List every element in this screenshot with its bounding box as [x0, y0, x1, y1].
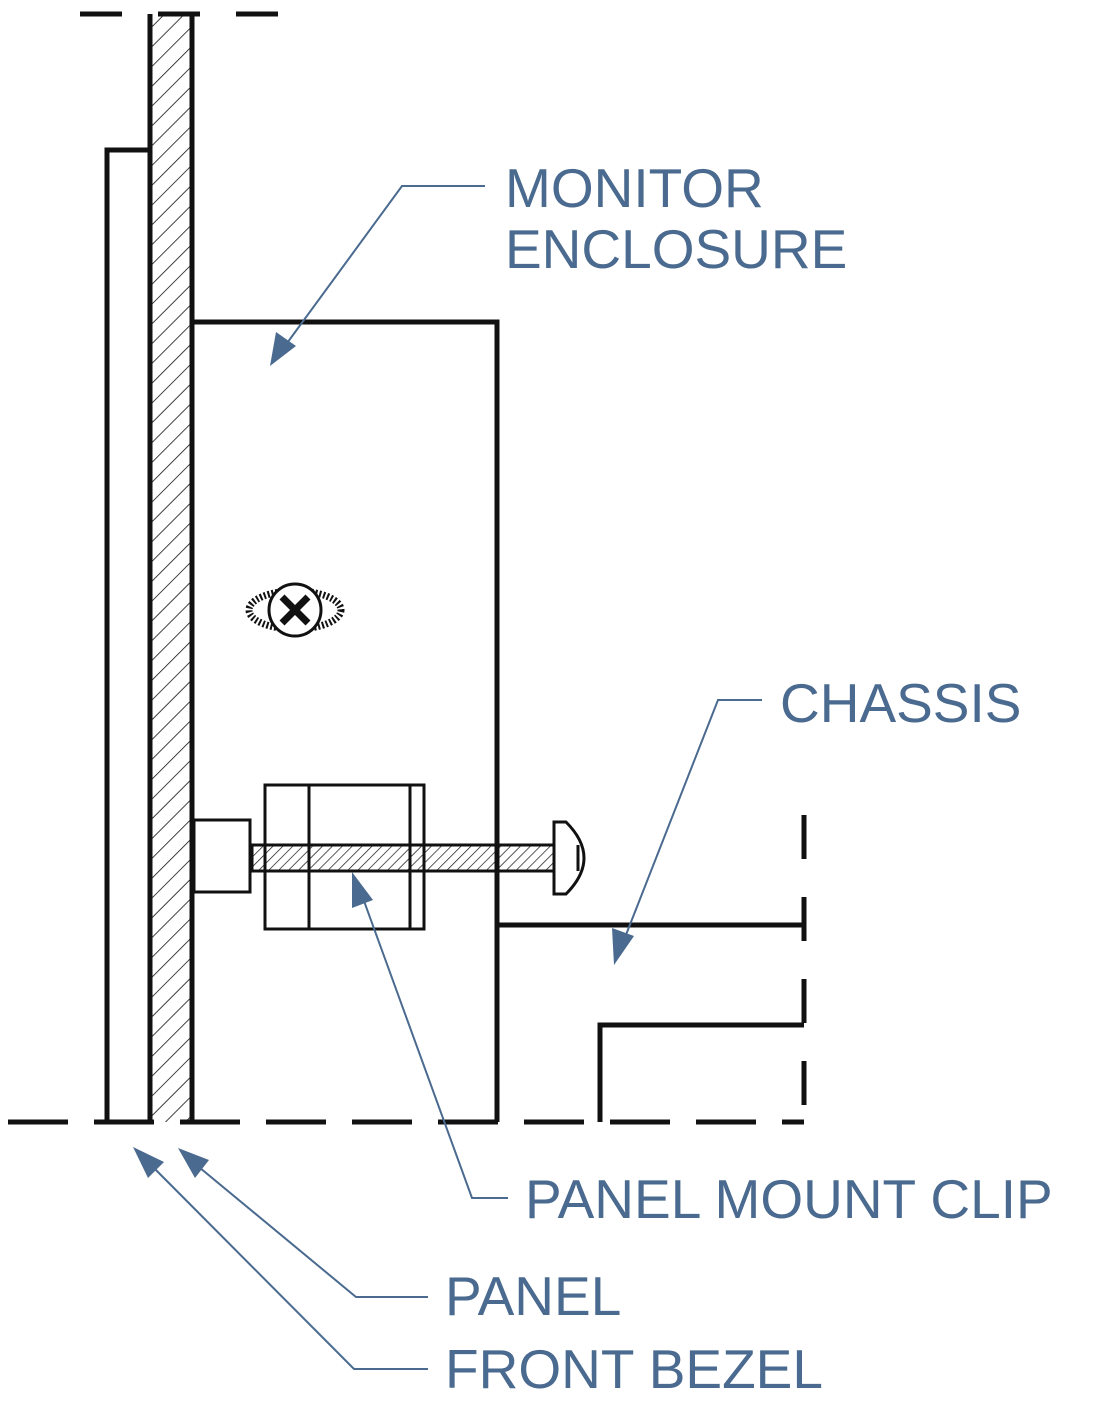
- label-chassis: CHASSIS: [780, 672, 1021, 734]
- label-monitor-enclosure-line2: ENCLOSURE: [505, 218, 847, 280]
- panel-mount-clip-shape: [192, 783, 586, 931]
- label-monitor-enclosure-line1: MONITOR: [505, 157, 764, 219]
- chassis-shape: [497, 815, 807, 1122]
- leader-monitor-enclosure: [270, 185, 485, 366]
- panel-shape: [147, 14, 195, 1122]
- leader-panel-mount-clip: [352, 872, 508, 1199]
- label-panel-mount-clip: PANEL MOUNT CLIP: [525, 1168, 1053, 1230]
- label-panel: PANEL: [445, 1265, 621, 1327]
- label-front-bezel: FRONT BEZEL: [445, 1338, 823, 1400]
- leader-panel: [178, 1148, 428, 1298]
- leader-chassis: [612, 699, 762, 965]
- screw-head-icon: [245, 582, 345, 638]
- leader-front-bezel: [133, 1147, 428, 1370]
- monitor-enclosure-shape: [192, 319, 500, 1122]
- front-bezel-shape: [104, 147, 150, 1122]
